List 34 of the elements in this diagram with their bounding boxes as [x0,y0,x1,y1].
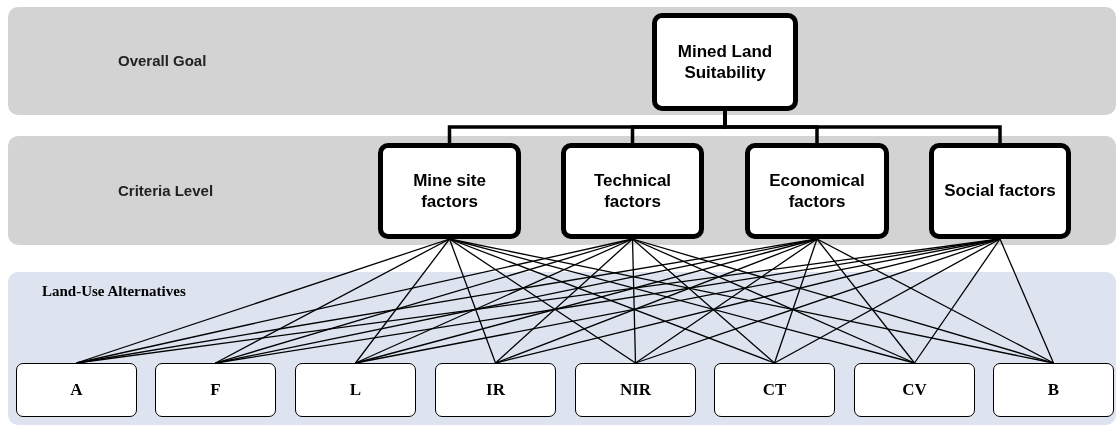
connector-line [913,238,1001,364]
level-band [8,136,1116,245]
alternative-box: A [16,363,137,417]
connector-line [214,238,451,364]
alternative-box: IR [435,363,556,417]
connector-line [448,238,637,364]
connector-line [354,238,451,364]
connector-line [631,238,637,364]
connector-line [773,238,1001,364]
alternative-box: CV [854,363,975,417]
alternative-box: L [295,363,416,417]
connector-line [773,238,818,364]
criterion-box: Technical factors [561,143,704,239]
connector-line [999,238,1055,364]
connector-line [494,238,634,364]
criterion-box: Social factors [929,143,1071,239]
goal-box: Mined Land Suitability [652,13,798,111]
level-label: Overall Goal [118,50,207,71]
connector-line [634,238,818,364]
connector-line [448,238,497,364]
connector-line [816,238,1055,364]
criterion-box: Economical factors [745,143,889,239]
level-label: Land-Use Alternatives [42,282,186,301]
level-band [8,272,1116,425]
criterion-box: Mine site factors [378,143,521,239]
level-band [8,7,1116,115]
connector-line [631,238,916,364]
connector-line [816,238,916,364]
alternative-box: CT [714,363,835,417]
alternative-box: NIR [575,363,696,417]
level-label: Criteria Level [118,180,214,201]
connector-line [631,238,776,364]
alternative-box: B [993,363,1114,417]
alternative-box: F [155,363,276,417]
